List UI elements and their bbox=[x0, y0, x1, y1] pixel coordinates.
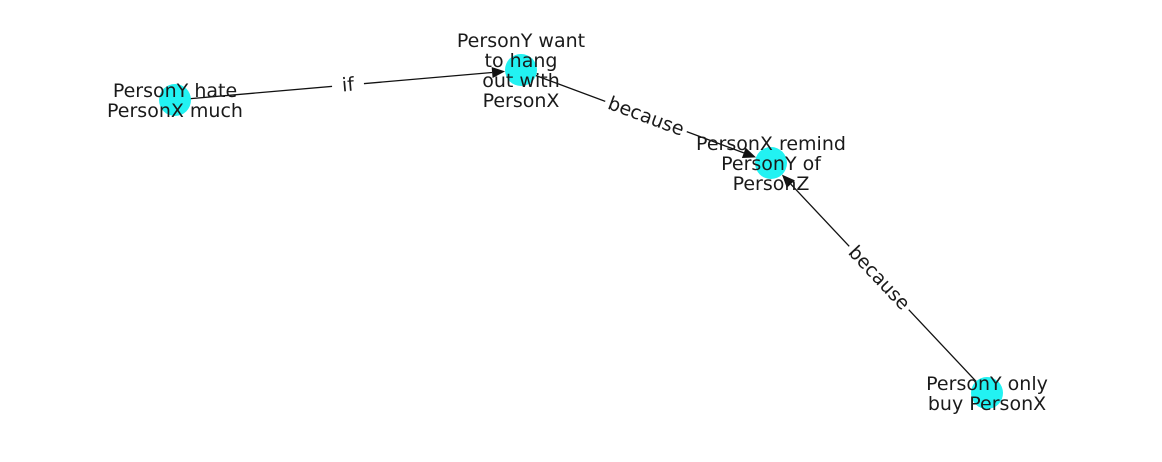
edge-arrow bbox=[741, 147, 757, 159]
edge-label: because bbox=[605, 92, 687, 140]
edge-label-group: because bbox=[840, 238, 918, 318]
node-label-line: buy PersonX bbox=[928, 393, 1046, 415]
edge-label: if bbox=[341, 73, 356, 96]
node-label-line: PersonY of bbox=[721, 153, 822, 175]
node-circle bbox=[505, 54, 537, 86]
node-label-line: PersonY want bbox=[457, 30, 585, 52]
edge-label-background bbox=[601, 90, 691, 143]
edge-arrow bbox=[491, 67, 506, 78]
edge-label-background bbox=[331, 71, 365, 99]
edge-label-group: because bbox=[601, 90, 691, 143]
node-label-line: out with bbox=[482, 70, 559, 92]
node-label-line: PersonX much bbox=[107, 100, 243, 122]
node-label-line: PersonY only bbox=[926, 373, 1048, 395]
node-label-line: PersonZ bbox=[733, 173, 810, 195]
node-label-line: PersonX remind bbox=[696, 133, 846, 155]
edge-arrow bbox=[781, 174, 795, 188]
edge-labels-layer: if because because bbox=[331, 71, 918, 318]
edge-label-group: if bbox=[331, 71, 365, 99]
node-circle bbox=[971, 377, 1003, 409]
edge-label: because bbox=[844, 241, 914, 314]
node-label-line: PersonY hate bbox=[113, 80, 237, 102]
edge-label-background bbox=[840, 238, 918, 318]
node-circle bbox=[755, 147, 787, 179]
node-label-line: to hang bbox=[485, 50, 558, 72]
node-label-line: PersonX bbox=[483, 90, 560, 112]
node-circle bbox=[159, 84, 191, 116]
edges-layer bbox=[174, 67, 988, 394]
